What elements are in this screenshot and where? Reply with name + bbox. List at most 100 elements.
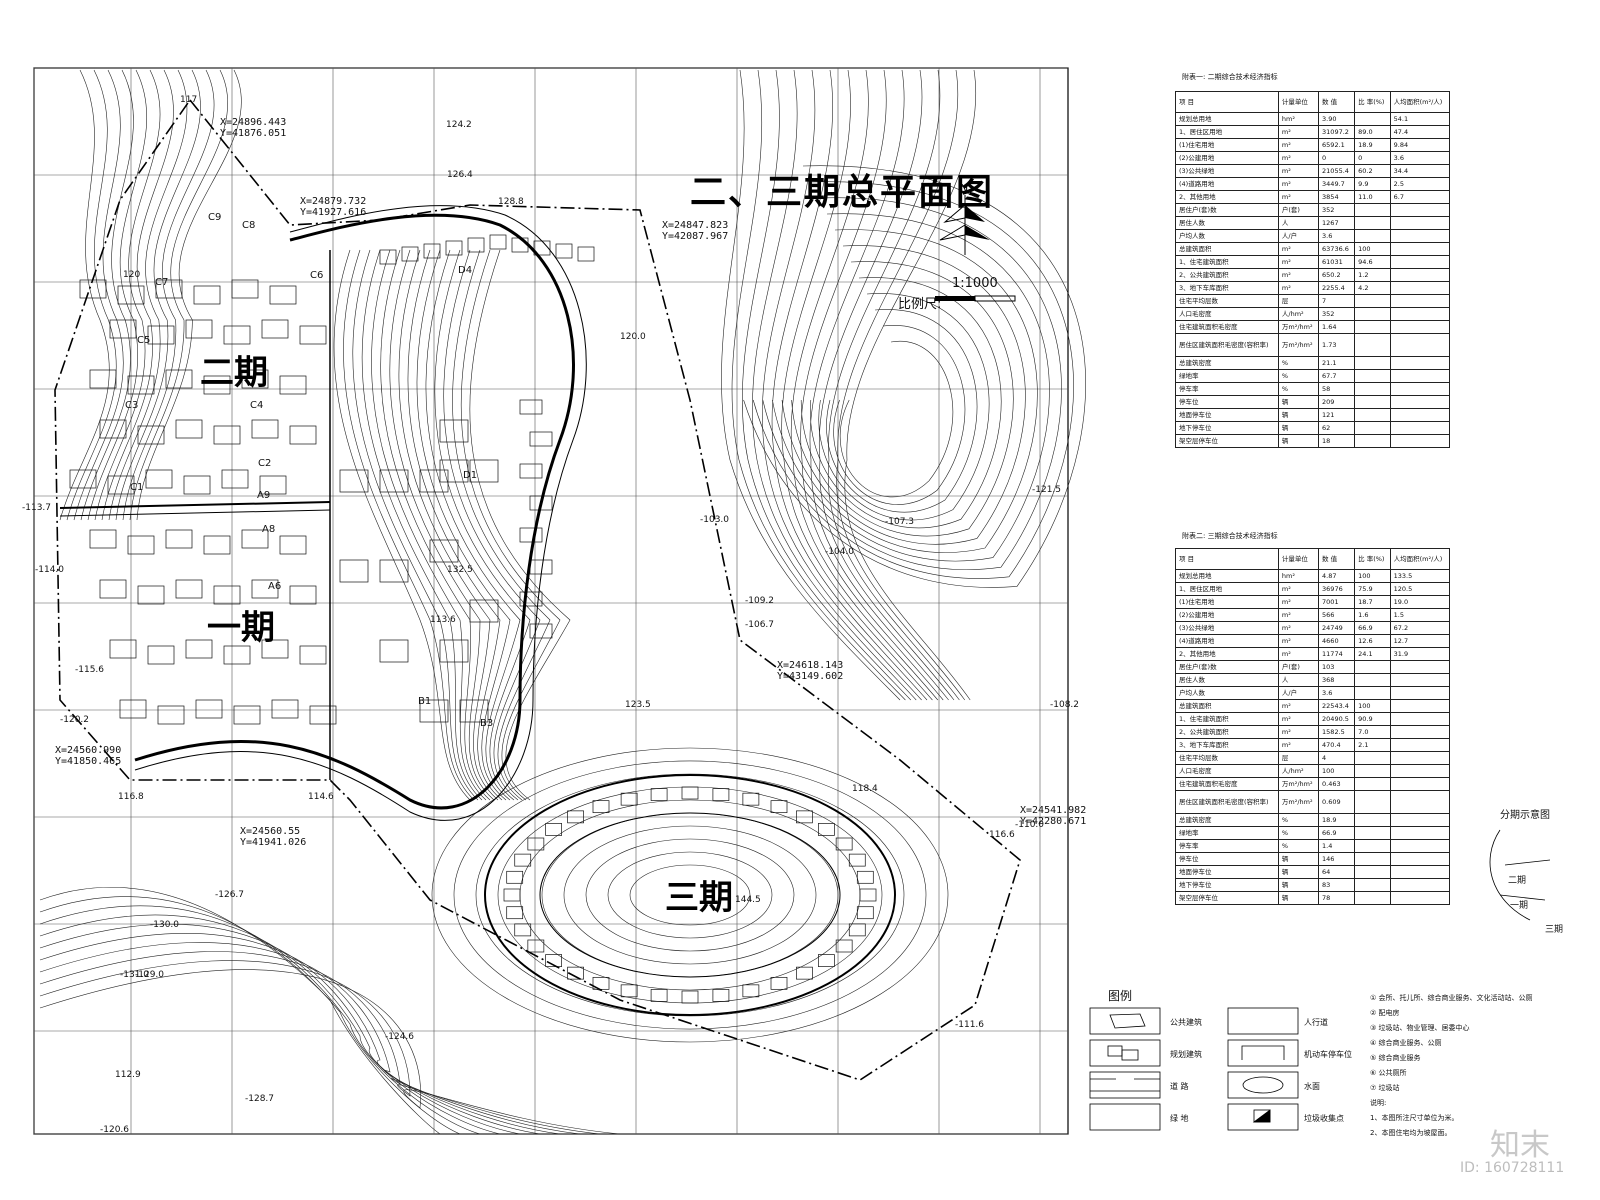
- contour-line: [361, 249, 483, 801]
- building-code: C1: [130, 482, 144, 493]
- table-cell: 146: [1318, 852, 1356, 866]
- building: [147, 325, 175, 345]
- table-cell: [1389, 699, 1451, 713]
- building: [165, 369, 193, 389]
- contour-line: [39, 914, 501, 1135]
- elevation-label: -124.6: [385, 1032, 415, 1042]
- note-line: 1、本图所注尺寸单位为米。: [1370, 1114, 1459, 1122]
- contour-line: [731, 69, 906, 701]
- elevation-label: 120.0: [620, 332, 646, 342]
- table-cell: 78: [1318, 891, 1356, 905]
- main-road: [134, 213, 575, 810]
- elevation-label: -129.0: [135, 970, 165, 980]
- contour-line: [475, 773, 905, 1017]
- building: [241, 369, 269, 389]
- table-cell: 58: [1318, 382, 1356, 396]
- contour-line: [101, 69, 174, 521]
- contour-line: [416, 249, 511, 801]
- table-cell: [1389, 751, 1451, 765]
- building: [770, 976, 788, 990]
- contour-line: [380, 249, 491, 801]
- svg-text:N: N: [960, 182, 968, 195]
- contour-line: [407, 249, 503, 801]
- elevation-label: -104.0: [825, 547, 855, 557]
- table-cell: 辆: [1277, 891, 1320, 905]
- contour-line: [115, 69, 201, 521]
- building: [467, 237, 485, 253]
- building: [577, 246, 595, 262]
- table-cell: %: [1277, 826, 1320, 840]
- table-cell: [1389, 712, 1451, 726]
- table-cell: [1354, 673, 1391, 687]
- table-cell: 1、居住区用地: [1175, 582, 1279, 596]
- building: [183, 475, 211, 495]
- table-cell: 4.87: [1318, 569, 1356, 583]
- table-cell: 67.7: [1318, 369, 1356, 383]
- note-line: ⑦ 垃圾站: [1370, 1084, 1400, 1092]
- table-cell: (1)住宅用地: [1175, 138, 1279, 152]
- building: [79, 279, 107, 299]
- table-cell: 36976: [1318, 582, 1356, 596]
- table-cell: 83: [1318, 878, 1356, 892]
- contour-line: [87, 69, 147, 521]
- table-cell: 人口毛密度: [1175, 764, 1279, 778]
- building: [770, 800, 788, 814]
- building: [567, 810, 584, 824]
- contour-line: [827, 69, 960, 701]
- table-cell: 居住户(套)数: [1175, 203, 1279, 217]
- building: [835, 837, 853, 851]
- phase3-inner-ring: [539, 812, 841, 978]
- elevation-label: 112.9: [115, 1070, 141, 1080]
- building: [439, 639, 469, 663]
- table-cell: [1354, 790, 1391, 814]
- building: [519, 463, 543, 479]
- building: [137, 425, 165, 445]
- table-cell: [1389, 878, 1451, 892]
- legend-item: 道 路: [1170, 1082, 1189, 1091]
- table-cell: 7.0: [1354, 725, 1391, 739]
- phase-diagram-label: 一期: [1510, 901, 1529, 911]
- elevation-label: 126.4: [447, 170, 473, 180]
- building-code: A6: [268, 581, 282, 592]
- elevation-label: -120.2: [60, 715, 90, 725]
- table-cell: 总建筑密度: [1175, 356, 1279, 370]
- table-header-row: 项 目计量单位数 值比 率(%)人均面积(m²/人): [1175, 91, 1451, 113]
- table-row: 绿地率%67.7: [1175, 369, 1451, 383]
- table-cell: 居住户(套)数: [1175, 660, 1279, 674]
- table-cell: 20490.5: [1318, 712, 1356, 726]
- table-cell: 31.9: [1389, 647, 1451, 661]
- table-cell: [1354, 764, 1391, 778]
- building: [155, 279, 183, 299]
- table-cell: 居住区建筑面积毛密度(容积率): [1175, 333, 1279, 357]
- elevation-label: 116.6: [989, 830, 1015, 840]
- table-cell: 规划总用地: [1175, 569, 1279, 583]
- table-cell: 2.1: [1354, 738, 1391, 752]
- building: [231, 279, 259, 299]
- elevation-label: -115.6: [75, 665, 105, 675]
- table-cell: [1389, 764, 1451, 778]
- table-cell: 1267: [1318, 216, 1356, 230]
- building: [379, 469, 409, 493]
- note-line: ⑤ 综合商业服务: [1370, 1054, 1421, 1062]
- contour-line: [585, 838, 795, 952]
- building-code: A9: [257, 490, 271, 501]
- table-cell: 住宅平均层数: [1175, 294, 1279, 308]
- table-cell: 24.1: [1354, 647, 1391, 661]
- elevation-label: -114.0: [35, 565, 65, 575]
- table-cell: m²: [1277, 699, 1320, 713]
- table-header-cell: 数 值: [1318, 548, 1356, 570]
- building: [213, 585, 241, 605]
- legend-symbols: [1089, 1007, 1299, 1131]
- table-cell: 1.5: [1389, 608, 1451, 622]
